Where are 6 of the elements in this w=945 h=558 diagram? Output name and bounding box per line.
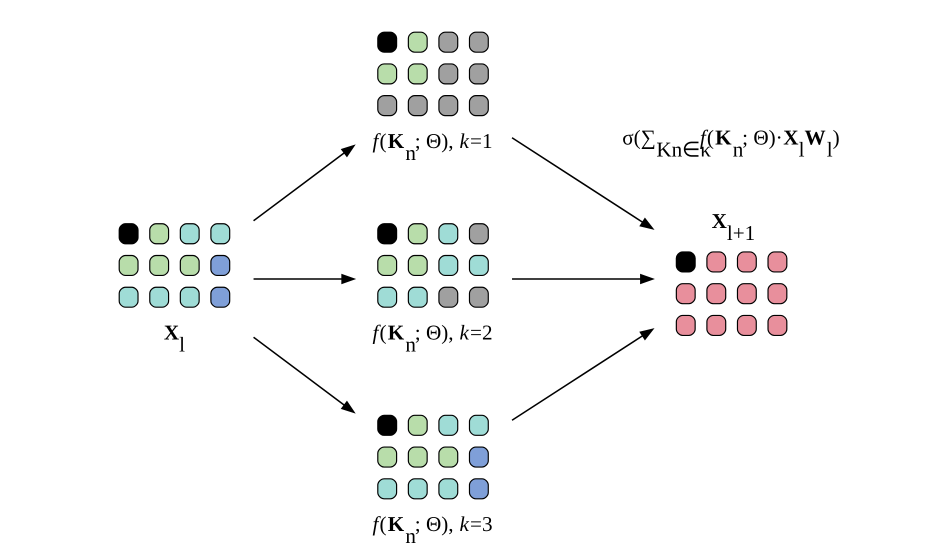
arrow <box>252 144 356 222</box>
arrow <box>252 336 356 414</box>
arrow <box>512 274 654 284</box>
arrow <box>511 137 654 230</box>
arrow <box>511 328 654 421</box>
arrow <box>253 274 356 284</box>
